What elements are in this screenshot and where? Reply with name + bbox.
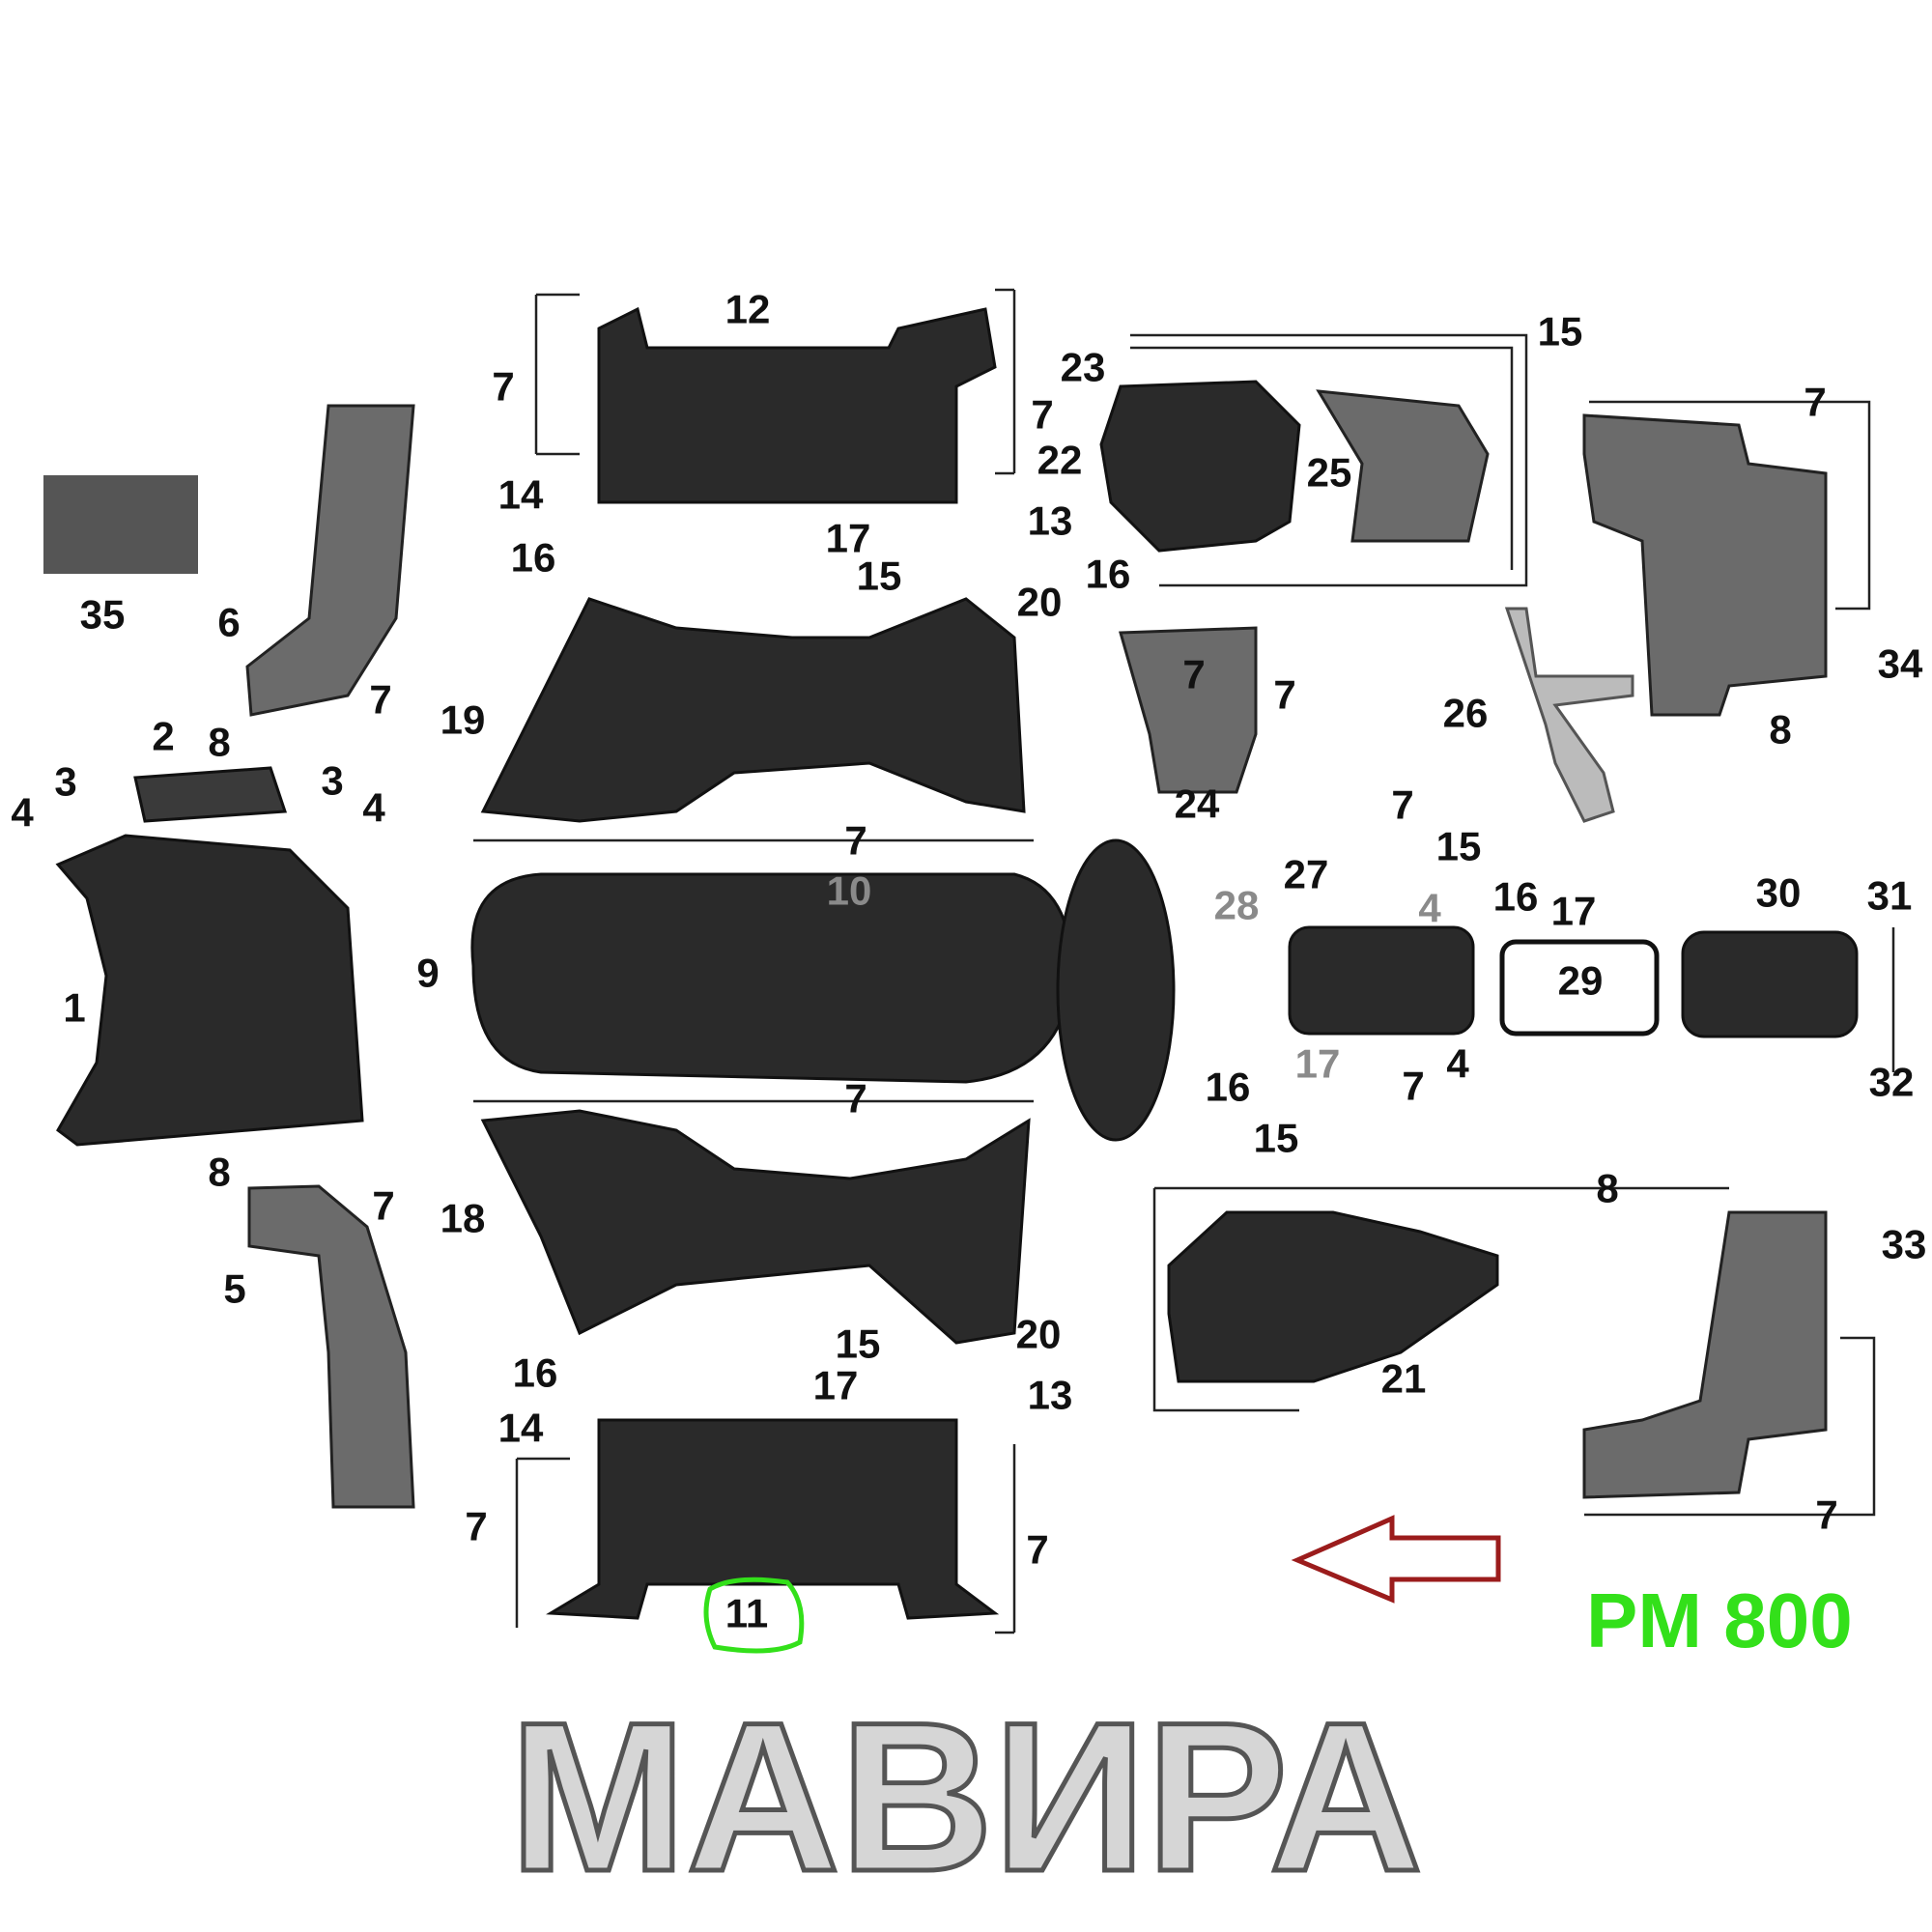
callout: 25: [1307, 450, 1352, 496]
callout: 7: [844, 1076, 867, 1122]
callout: 15: [836, 1321, 881, 1367]
callout: 24: [1175, 781, 1220, 827]
callout: 16: [513, 1350, 558, 1396]
callout: 20: [1016, 1312, 1062, 1357]
watermark: МАВИРА: [509, 1678, 1422, 1916]
callout: 34: [1878, 641, 1923, 687]
callout: 1: [63, 985, 85, 1031]
callout: 7: [1182, 652, 1205, 697]
part-6-mudguard: [245, 404, 415, 717]
callout: 7: [1402, 1064, 1424, 1109]
callout: 17: [813, 1363, 859, 1408]
callout: 5: [223, 1266, 245, 1312]
leader-lines: [473, 288, 1895, 1634]
callout: 4: [362, 785, 385, 831]
callout: 15: [1436, 824, 1482, 869]
callout: 16: [1493, 874, 1539, 920]
callout: 8: [208, 1150, 230, 1195]
callout: 18: [440, 1196, 486, 1241]
callout: 10: [827, 868, 872, 914]
callout: 32: [1869, 1060, 1915, 1105]
callout: 29: [1558, 958, 1604, 1004]
callout: 16: [1206, 1065, 1251, 1110]
callout: 13: [1028, 498, 1073, 544]
callout: 17: [1295, 1041, 1341, 1087]
callout: 7: [1031, 392, 1053, 438]
part-12-rear-rack: [597, 306, 997, 504]
part-19-left-side-body: [480, 597, 1026, 823]
callout: 2: [152, 714, 174, 759]
callout: 27: [1284, 852, 1329, 897]
part-10-seat-rest: [1056, 838, 1176, 1142]
callout: 3: [321, 758, 343, 804]
callout: 16: [1086, 552, 1131, 597]
callout: 19: [440, 697, 486, 743]
callout: 7: [1815, 1492, 1837, 1538]
part-21-cover: [1167, 1210, 1499, 1383]
callout: 17: [1551, 889, 1597, 934]
callout: 31: [1867, 873, 1913, 919]
part-24-bracket: [1119, 626, 1258, 794]
callout: 7: [369, 677, 391, 723]
callout: 8: [1596, 1166, 1618, 1211]
callout: 4: [1418, 886, 1441, 931]
callout: 28: [1214, 883, 1260, 928]
callout: 35: [80, 592, 126, 638]
callout: 15: [1254, 1116, 1299, 1161]
highlight-circle: [703, 1577, 805, 1654]
part-22-cover: [1099, 380, 1301, 553]
part-18-right-side-body: [480, 1109, 1031, 1345]
part-30-lid: [1681, 930, 1859, 1038]
callout: 7: [1273, 672, 1295, 718]
part-25-cover: [1316, 389, 1490, 543]
part-9-seat: [470, 872, 1074, 1084]
callout: 7: [1026, 1527, 1048, 1573]
callout: 30: [1756, 870, 1802, 916]
callout: 13: [1028, 1373, 1073, 1418]
callout: 16: [511, 535, 556, 581]
callout: 26: [1443, 691, 1489, 736]
callout: 7: [465, 1504, 487, 1549]
callout: 8: [1769, 707, 1791, 753]
callout: 7: [1391, 782, 1413, 828]
callout: 7: [844, 818, 867, 864]
model-label: PM 800: [1586, 1577, 1853, 1663]
callout: 22: [1037, 438, 1083, 483]
callout: 3: [54, 759, 76, 805]
callout: 33: [1882, 1222, 1927, 1267]
callout: 7: [492, 364, 514, 410]
callout: 7: [1804, 380, 1826, 425]
callout: 7: [372, 1183, 394, 1229]
callout: 20: [1017, 580, 1063, 625]
part-1-front-panel: [55, 834, 364, 1147]
direction-arrow-icon: [1291, 1515, 1501, 1604]
part-34-side-panel: [1582, 413, 1828, 717]
callout: 12: [725, 287, 771, 332]
part-29-seal: [1499, 939, 1660, 1037]
part-5-mudguard: [247, 1184, 415, 1509]
callout: 9: [416, 951, 439, 996]
callout: 14: [498, 472, 544, 518]
part-26-bracket: [1504, 607, 1634, 823]
callout: 8: [208, 720, 230, 765]
callout: 15: [1538, 309, 1583, 355]
callout-labels: 12 7 7 15 23 22 25 7 35 6 7 8 14 13 16 1…: [11, 287, 1926, 1636]
part-2-bracket: [133, 766, 288, 823]
part-11-front-rack: [546, 1418, 1000, 1620]
part-33-side-panel: [1582, 1210, 1828, 1499]
callout: 21: [1381, 1356, 1427, 1402]
callout: 4: [11, 790, 34, 836]
callout: 15: [857, 554, 902, 599]
callout: 23: [1061, 345, 1106, 390]
callout: 6: [217, 600, 240, 645]
part-35-material: [43, 475, 198, 574]
callout: 17: [826, 516, 871, 561]
part-27-box: [1288, 925, 1475, 1036]
callout: 4: [1446, 1041, 1469, 1087]
callout: 14: [498, 1406, 544, 1451]
callout-highlighted: 11: [725, 1591, 768, 1636]
